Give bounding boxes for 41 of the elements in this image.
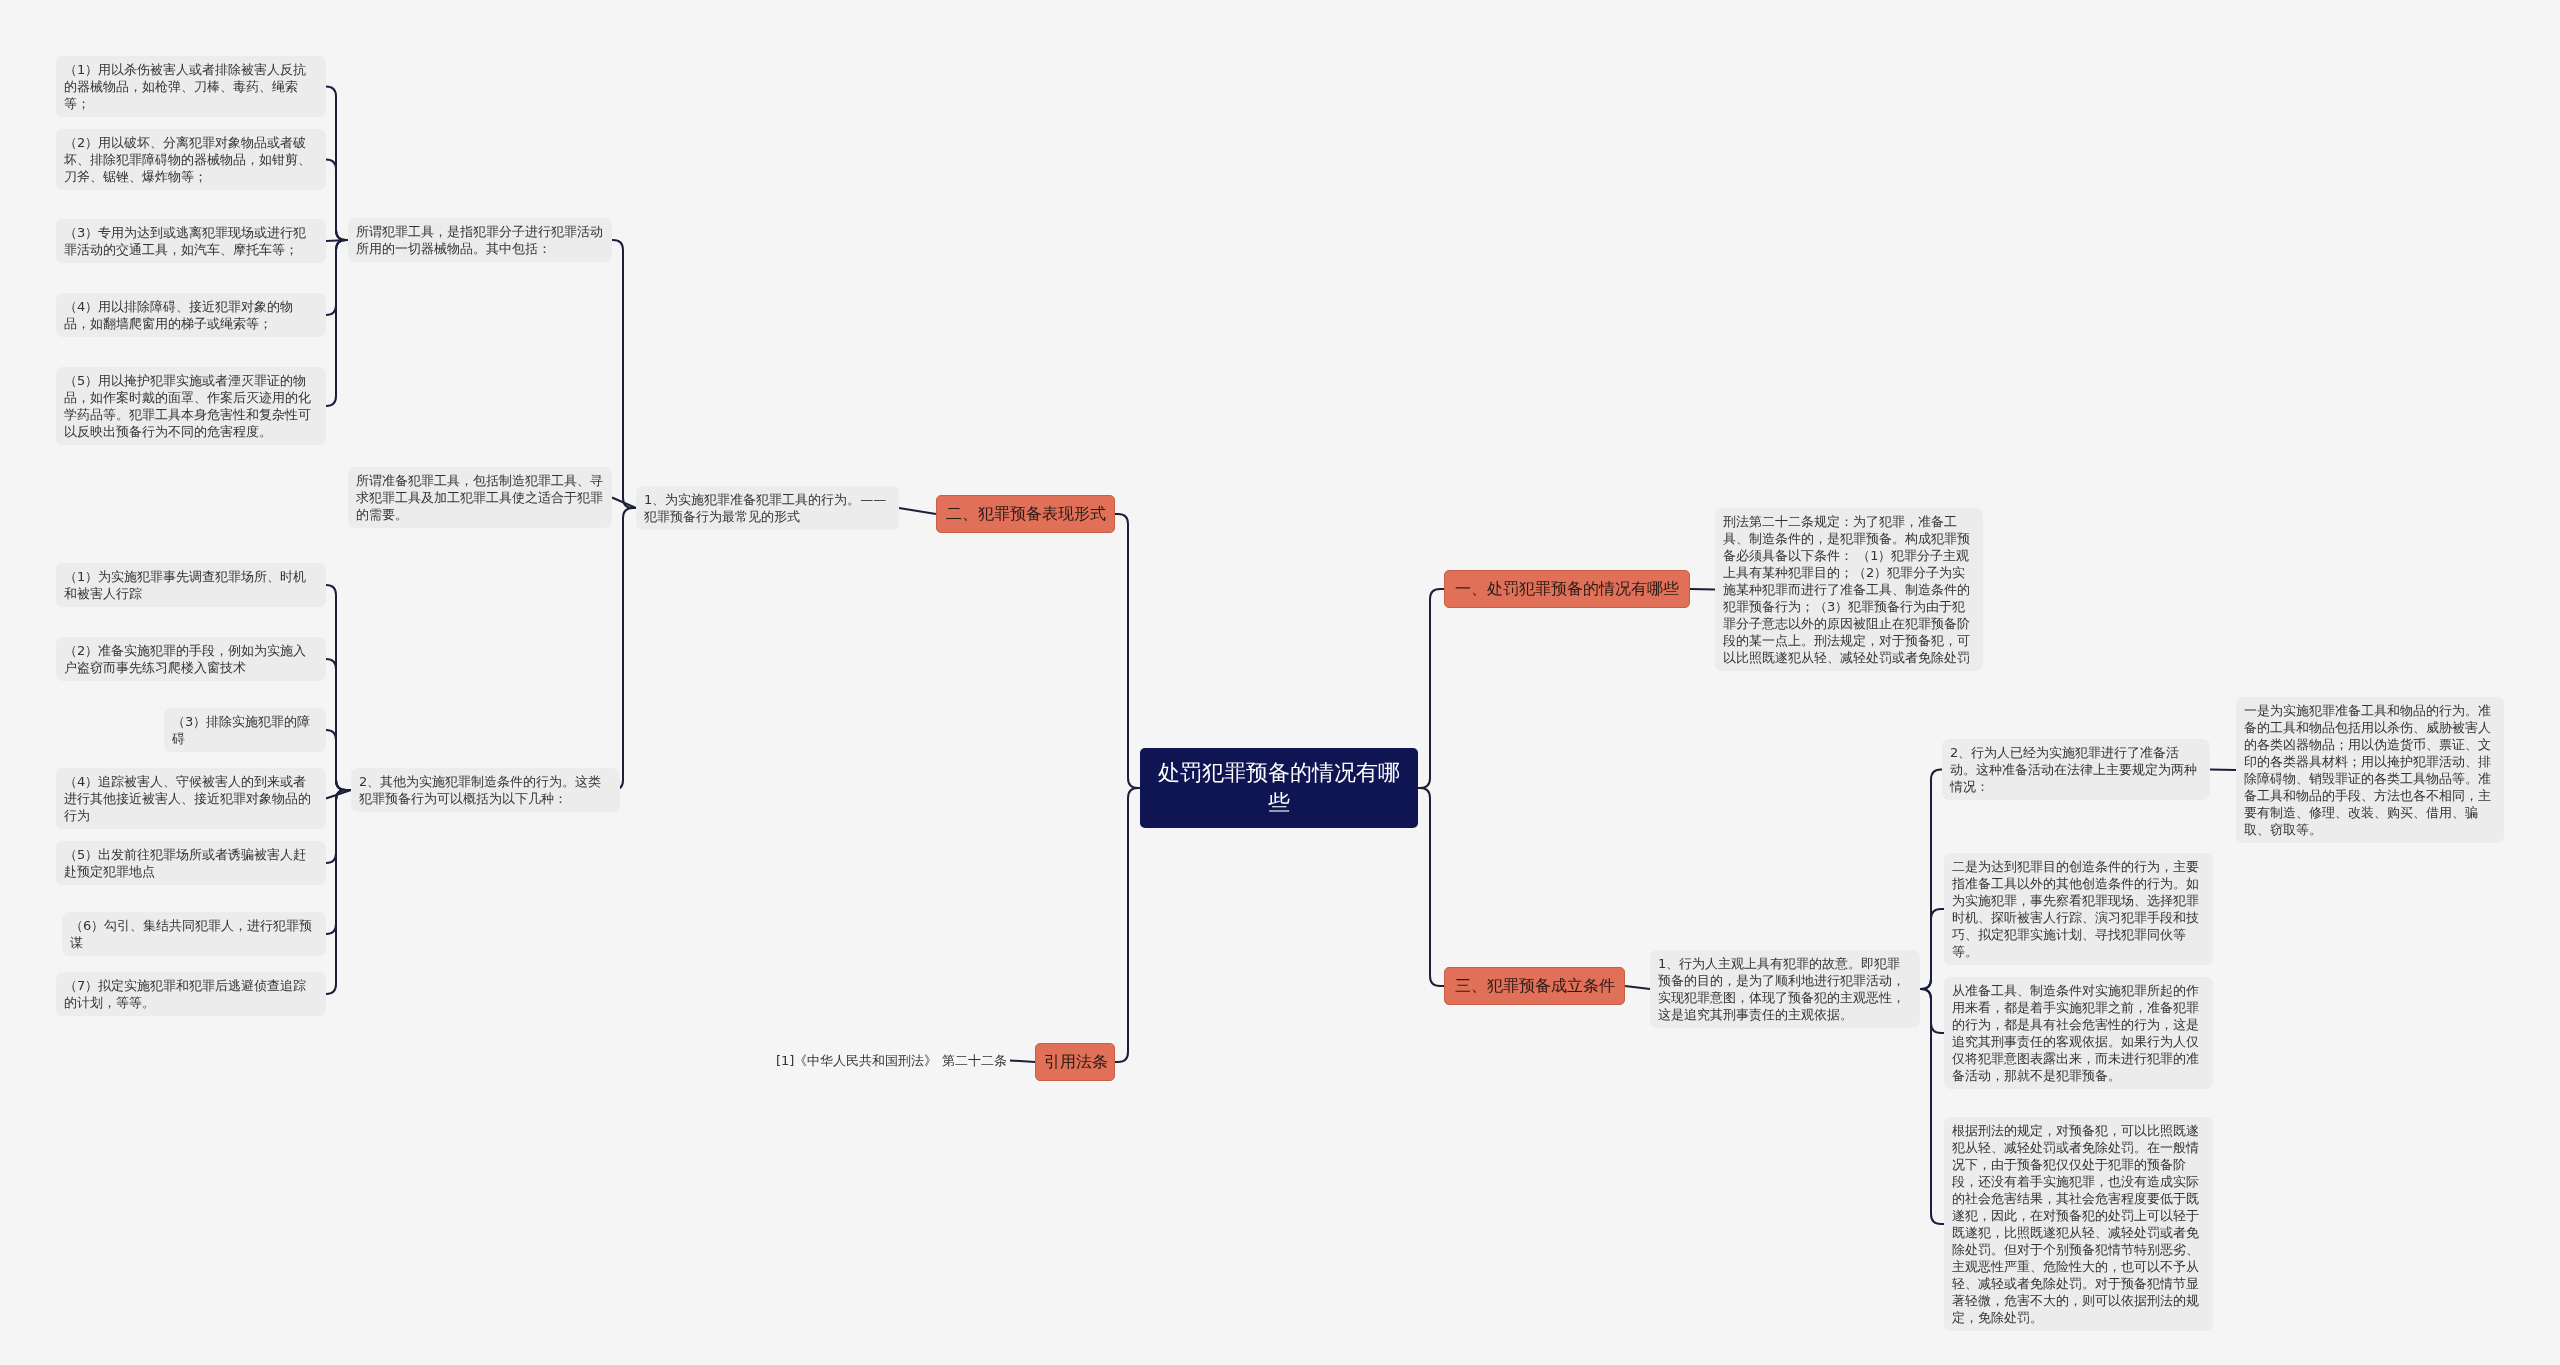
note-card: 所谓准备犯罪工具，包括制造犯罪工具、寻求犯罪工具及加工犯罪工具使之适合于犯罪的需要。 (348, 467, 612, 528)
connector (325, 239, 349, 407)
note-card: 二是为达到犯罪目的创造条件的行为，主要指准备工具以外的其他创造条件的行为。如为实施犯罪，事先察看犯罪现场、选择犯罪时机、探听被害人行踪、演习犯罪手段和技巧、拟定犯罪实施计划、寻找犯罪同伙等等。 (1944, 853, 2213, 965)
connector (1689, 588, 1716, 591)
note-card: 1、行为人主观上具有犯罪的故意。即犯罪预备的目的，是为了顺利地进行犯罪活动，实现犯罪意图，体现了预备犯的主观恶性，这是追究其刑事责任的主观依据。 (1650, 950, 1920, 1028)
topic-box: 三、犯罪预备成立条件 (1444, 967, 1625, 1005)
note-card: （1）用以杀伤被害人或者排除被害人反抗的器械物品，如枪弹、刀棒、毒药、绳索等； (56, 56, 326, 117)
connector (1624, 985, 1651, 990)
note-card: （2）准备实施犯罪的手段，例如为实施入户盗窃而事先练习爬楼入窗技术 (56, 637, 326, 681)
note-card: 2、行为人已经为实施犯罪进行了准备活动。这种准备活动在法律上主要规定为两种情况： (1942, 739, 2210, 800)
note-card: （1）为实施犯罪事先调查犯罪场所、时机和被害人行踪 (56, 563, 326, 607)
note-card: 从准备工具、制造条件对实施犯罪所起的作用来看，都是着手实施犯罪之前，准备犯罪的行为，都是具有社会危害性的行为，这是追究其刑事责任的客观依据。如果行为人仅仅将犯罪意图表露出来，而未进行犯罪的准备活动，那就不是犯罪预备。 (1944, 977, 2213, 1089)
note-card: （3）排除实施犯罪的障碍 (164, 708, 326, 752)
topic-box: 一、处罚犯罪预备的情况有哪些 (1444, 570, 1690, 608)
connector (1417, 787, 1445, 987)
connector (325, 789, 352, 995)
central-topic: 处罚犯罪预备的情况有哪些 (1140, 748, 1418, 828)
note-card: 根据刑法的规定，对预备犯，可以比照既遂犯从轻、减轻处罚或者免除处罚。在一般情况下，由于预备犯仅仅处于犯罪的预备阶段，还没有着手实施犯罪，也没有造成实际的社会危害结果，其社会危害程度要低于既遂犯，因此，在对预备犯的处罚上可以轻于既遂犯，比照既遂犯从轻、减轻处罚或者免除处罚。但对于个别预备犯情节特别恶劣、主观恶性严重、危险性大的，也可以不予从轻、减轻或者免除处罚。对于预备犯情节显著轻微，危害不大的，则可以依据刑法的规定，免除处罚。 (1944, 1117, 2213, 1331)
connector (611, 496, 637, 509)
note-card: 所谓犯罪工具，是指犯罪分子进行犯罪活动所用的一切器械物品。其中包括： (348, 218, 612, 262)
note-card: （6）勾引、集结共同犯罪人，进行犯罪预谋 (62, 912, 326, 956)
note-card: （4）用以排除障碍、接近犯罪对象的物品，如翻墙爬窗用的梯子或绳索等； (56, 293, 326, 337)
connector (898, 507, 937, 515)
note-card: （2）用以破坏、分离犯罪对象物品或者破坏、排除犯罪障碍物的器械物品，如钳剪、刀斧、锯锉、爆炸物等； (56, 129, 326, 190)
note-card: （5）用以掩护犯罪实施或者湮灭罪证的物品，如作案时戴的面罩、作案后灭迹用的化学药品等。犯罪工具本身危害性和复杂性可以反映出预备行为不同的危害程度。 (56, 367, 326, 445)
note-card: （4）追踪被害人、守候被害人的到来或者进行其他接近被害人、接近犯罪对象物品的行为 (56, 768, 326, 829)
topic-box: 引用法条 (1035, 1043, 1115, 1081)
note-card: （7）拟定实施犯罪和犯罪后逃避侦查追踪的计划，等等。 (56, 972, 326, 1016)
note-card: 一是为实施犯罪准备工具和物品的行为。准备的工具和物品包括用以杀伤、威胁被害人的各类凶器物品；用以伪造货币、票证、文印的各类器具材料；用以掩护犯罪活动、排除障碍物、销毁罪证的各类工具物品等。准备工具和物品的手段、方法也各不相同，主要有制造、修理、改装、购买、借用、骗取、窃取等。 (2236, 697, 2504, 843)
connector (325, 789, 352, 800)
connector (1009, 1059, 1036, 1063)
connector (1919, 988, 1945, 1225)
note-card: （3）专用为达到或逃离犯罪现场或进行犯罪活动的交通工具，如汽车、摩托车等； (56, 219, 326, 263)
note-card: 2、其他为实施犯罪制造条件的行为。这类犯罪预备行为可以概括为以下几种： (351, 768, 620, 812)
note-card: 1、为实施犯罪准备犯罪工具的行为。——犯罪预备行为最常见的形式 (636, 486, 899, 530)
note-card: 刑法第二十二条规定：为了犯罪，准备工具、制造条件的，是犯罪预备。构成犯罪预备必须具备以下条件： （1）犯罪分子主观上具有某种犯罪目的；（2）犯罪分子为实施某种犯罪而进行了准备工具、制造条件的犯罪预备行为；（3）犯罪预备行为由于犯罪分子意志以外的原因被阻止在犯罪预备阶段的某一点上。刑法规定，对于预备犯，可以比照既遂犯从轻、减轻处罚或者免除处罚 (1715, 508, 1983, 671)
reference-text: [1]《中华人民共和国刑法》 第二十二条 (770, 1048, 1010, 1073)
note-card: （5）出发前往犯罪场所或者诱骗被害人赶赴预定犯罪地点 (56, 841, 326, 885)
connector (2209, 768, 2237, 771)
connector (1114, 787, 1141, 1063)
topic-box: 二、犯罪预备表现形式 (936, 495, 1115, 533)
